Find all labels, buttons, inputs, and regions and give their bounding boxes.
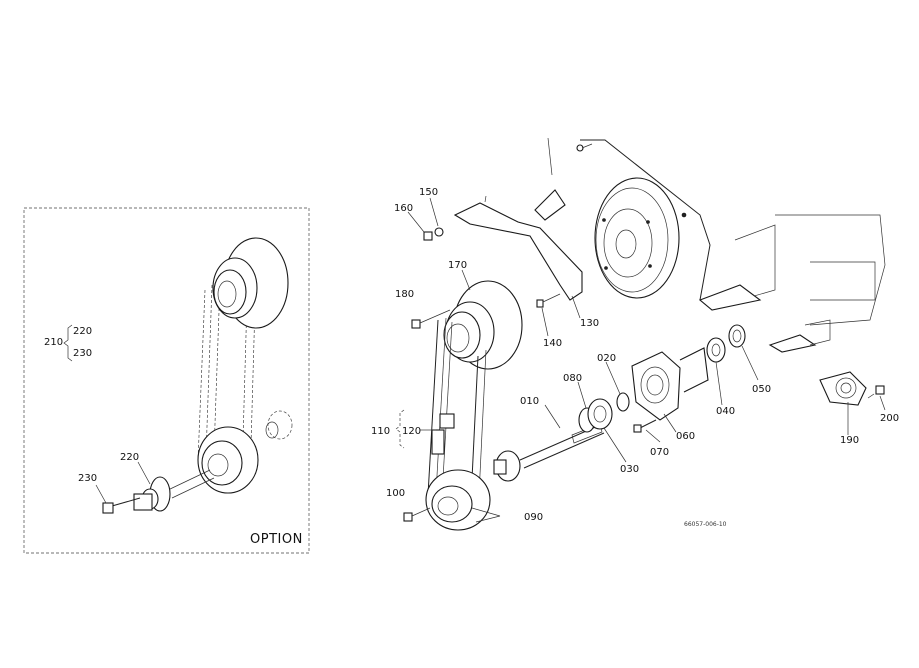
main-belt [427, 317, 487, 521]
label-230: 230 [78, 473, 97, 484]
option-box: OPTION [23, 207, 310, 554]
label-130: 130 [580, 318, 599, 329]
bolt-140 [536, 293, 561, 308]
bolt-180 [411, 309, 451, 329]
label-090: 090 [524, 512, 543, 523]
label-100: 100 [386, 488, 405, 499]
label-220-a: 220 [73, 326, 92, 337]
label-040: 040 [716, 406, 735, 417]
lower-pulley [425, 469, 491, 531]
bracket-110-120 [395, 409, 436, 449]
option-box-border [23, 207, 310, 554]
ring-020 [616, 392, 630, 412]
washer-150 [434, 227, 444, 237]
label-010: 010 [520, 396, 539, 407]
bearing-040 [706, 337, 726, 363]
label-230-a: 230 [73, 348, 92, 359]
option-upper-pulley [212, 237, 289, 329]
label-210: 210 [44, 337, 63, 348]
bolt-200 [867, 385, 885, 399]
main-assembly: 150 160 170 180 130 140 010 020 080 030 … [371, 137, 899, 531]
flange-bearing-190 [819, 371, 867, 406]
label-190: 190 [840, 435, 859, 446]
leader-lines [407, 197, 886, 523]
seal-050 [728, 324, 746, 348]
label-180: 180 [395, 289, 414, 300]
engine-body [698, 214, 886, 353]
label-200: 200 [880, 413, 899, 424]
housing-060 [631, 347, 709, 421]
option-bolt [102, 497, 141, 514]
label-160: 160 [394, 203, 413, 214]
label-170: 170 [448, 260, 467, 271]
label-020: 020 [597, 353, 616, 364]
label-060: 060 [676, 431, 695, 442]
bolt-070 [633, 419, 657, 433]
label-120: 120 [402, 426, 421, 437]
shaft-010 [493, 423, 605, 482]
option-bracket: 210 220 230 [44, 324, 92, 362]
label-220: 220 [120, 452, 139, 463]
option-lower-pulley [197, 426, 259, 494]
label-070: 070 [650, 447, 669, 458]
label-030: 030 [620, 464, 639, 475]
bolt-160 [423, 231, 433, 241]
label-080: 080 [563, 373, 582, 384]
label-110: 110 [371, 426, 390, 437]
flywheel [594, 177, 687, 299]
label-050: 050 [752, 384, 771, 395]
label-140: 140 [543, 338, 562, 349]
bolt-100 [403, 507, 431, 522]
label-150: 150 [419, 187, 438, 198]
drawing-code: 66057-006-10 [684, 521, 727, 528]
bearing-080 [578, 398, 613, 433]
upper-pulley [443, 280, 523, 370]
engine-panel [547, 137, 711, 301]
option-shaft [133, 469, 215, 512]
bracket-130 [453, 189, 583, 301]
option-bearing [265, 410, 293, 440]
option-label: OPTION [250, 532, 303, 547]
